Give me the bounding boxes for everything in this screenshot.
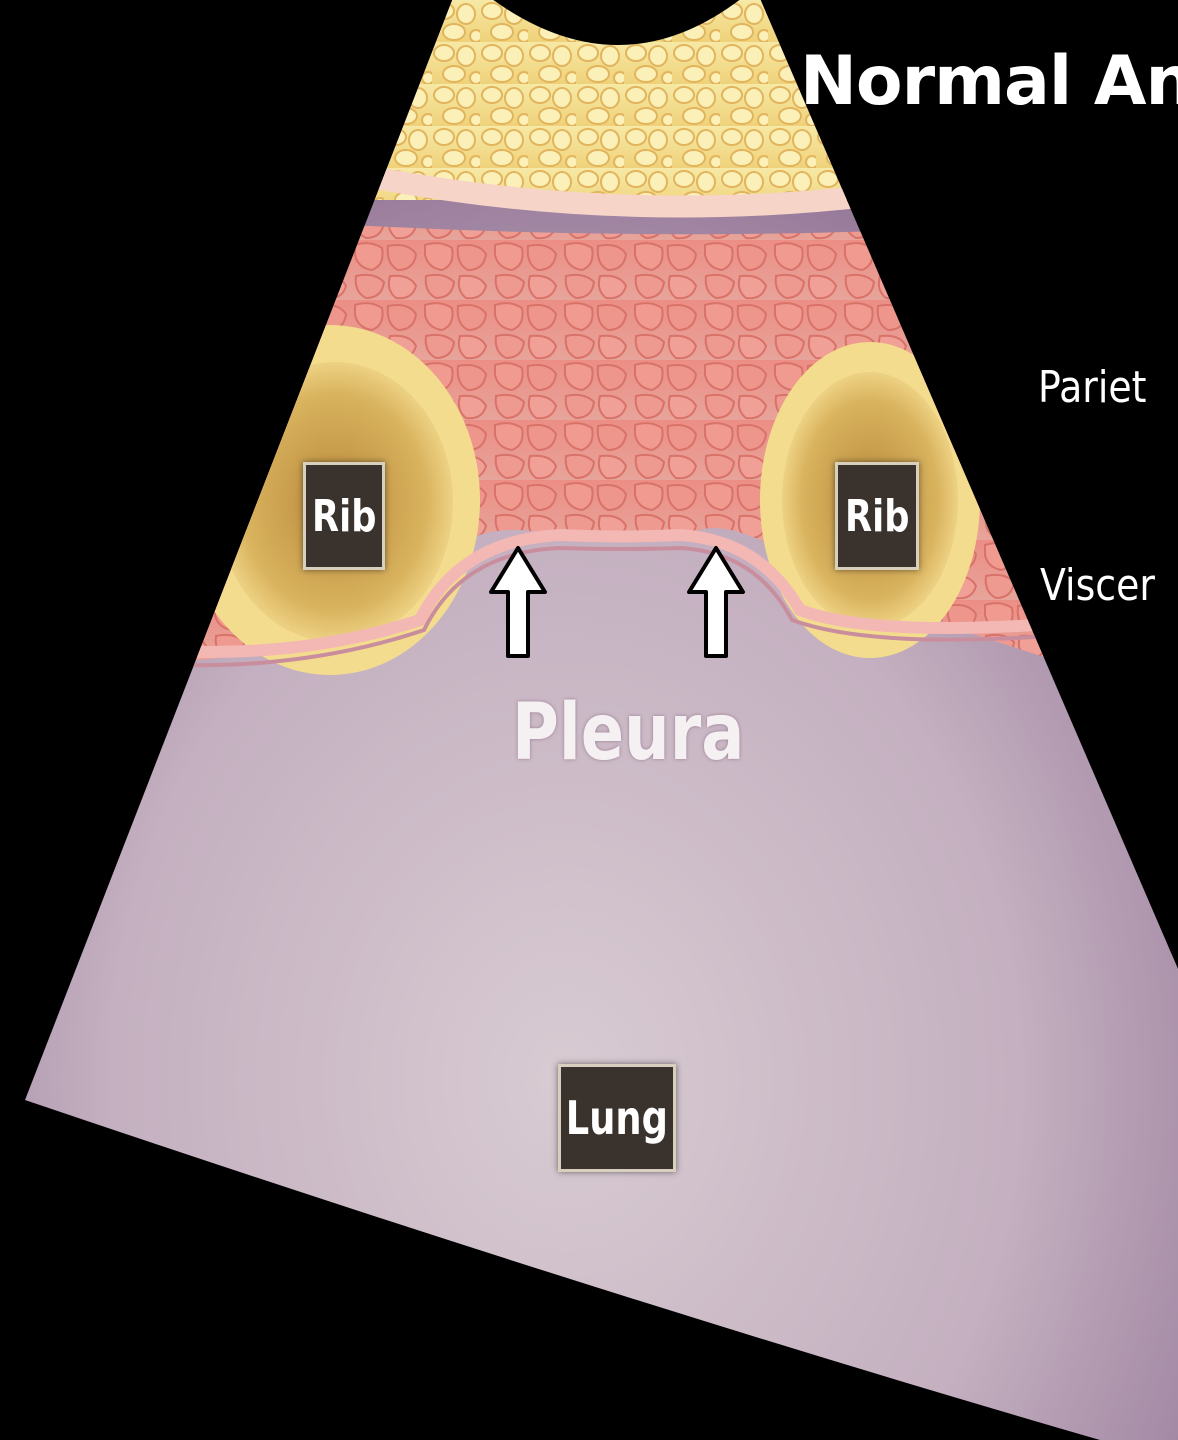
pleura-label: Pleura xyxy=(512,688,744,778)
lung-text: Lung xyxy=(566,1091,668,1145)
rib-left-label: Rib xyxy=(303,462,385,570)
slide-title: Normal An xyxy=(800,42,1178,121)
rib-right-label: Rib xyxy=(835,462,919,570)
parietal-label: Pariet xyxy=(1038,362,1146,413)
rib-left-text: Rib xyxy=(312,491,376,542)
lung-label: Lung xyxy=(558,1064,676,1172)
rib-right-text: Rib xyxy=(845,491,909,542)
visceral-label: Viscer xyxy=(1040,560,1155,611)
